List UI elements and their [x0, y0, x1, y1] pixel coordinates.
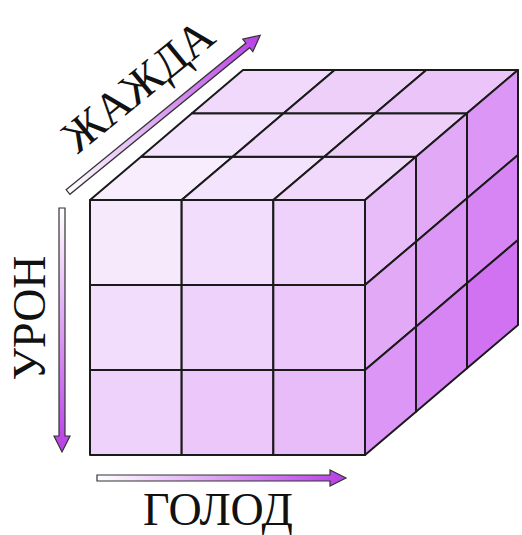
axis-arrow [54, 208, 70, 452]
cube-cell [182, 370, 274, 455]
cube-cell [416, 283, 467, 411]
cube-cell [273, 200, 365, 285]
cube-cell [182, 285, 274, 370]
cube-cell [365, 327, 416, 455]
cube-cell [273, 370, 365, 455]
cube [90, 70, 518, 455]
axis-label: УРОН [7, 255, 53, 380]
cube-cell [90, 200, 182, 285]
cube-cell [273, 285, 365, 370]
cube-cell [467, 240, 518, 368]
cube-cell [90, 370, 182, 455]
axis-arrow [97, 470, 346, 486]
cube-cell [90, 285, 182, 370]
axis-label: ГОЛОД [143, 487, 293, 533]
cube-cell [182, 200, 274, 285]
